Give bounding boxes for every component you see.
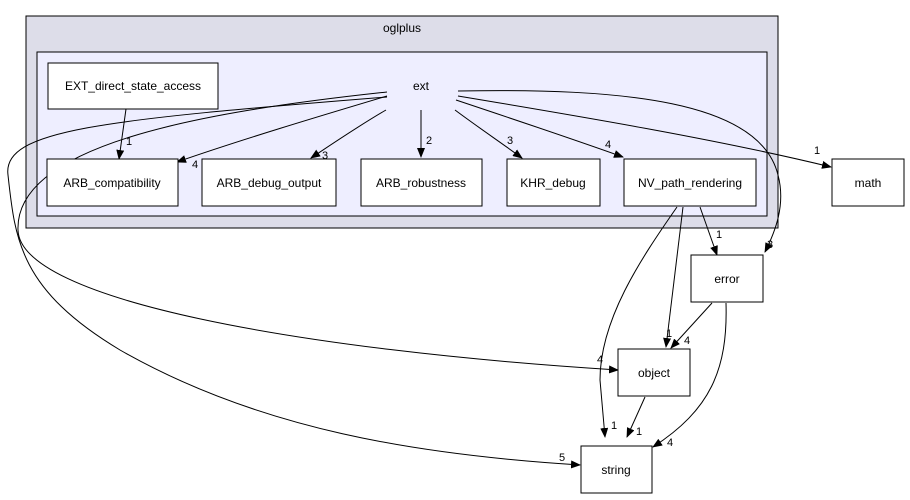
- edge-ext-math: [457, 95, 832, 169]
- node-box: [360, 158, 483, 207]
- node-box: [46, 158, 179, 207]
- node-khr-debug[interactable]: KHR_debug: [506, 158, 601, 207]
- node-box: [47, 62, 219, 110]
- node-label: NV_path_rendering: [638, 176, 742, 190]
- edge-ext-dsa-arb-compat: [116, 108, 127, 160]
- node-label: ARB_debug_output: [217, 176, 322, 190]
- node-box: [690, 254, 764, 303]
- node-label: KHR_debug: [520, 176, 585, 190]
- edge-ext-khr-debug: [454, 109, 523, 159]
- node-label: error: [714, 272, 739, 286]
- node-arb-robustness[interactable]: ARB_robustness: [360, 158, 483, 207]
- node-box: [580, 445, 653, 494]
- cluster-oglplus-label: oglplus: [383, 21, 421, 35]
- node-label: math: [855, 176, 882, 190]
- edge-label-ext-arb-compat: 4: [192, 159, 198, 171]
- cluster-ext-label: ext: [413, 79, 430, 93]
- edge-label-nv-path-string: 1: [611, 420, 617, 432]
- node-box: [201, 158, 337, 207]
- edge-ext-nv-path: [455, 99, 624, 158]
- node-label: ARB_robustness: [376, 176, 466, 190]
- edge-label-nv-path-error: 1: [716, 229, 722, 241]
- edge-label-ext-error: 3: [767, 239, 773, 251]
- node-label: object: [638, 366, 671, 380]
- node-arb-compatibility[interactable]: ARB_compatibility: [46, 158, 179, 207]
- node-box: [506, 158, 601, 207]
- node-math[interactable]: math: [831, 158, 905, 207]
- edge-ext-arb-compat: [176, 95, 388, 163]
- node-arb-debug-output[interactable]: ARB_debug_output: [201, 158, 337, 207]
- edge-label-object-string: 1: [636, 426, 642, 438]
- edge-ext-object: [17, 91, 619, 374]
- edge-label-ext-khr-debug: 3: [507, 135, 513, 147]
- edges: 1 4 3 2 3 4 1 3 4 5 1 1: [7, 90, 832, 469]
- edge-label-nv-path-object: 1: [666, 328, 672, 340]
- node-string[interactable]: string: [580, 445, 653, 494]
- edge-error-string: [652, 302, 727, 448]
- edge-object-string: [626, 396, 646, 438]
- node-nv-path-rendering[interactable]: NV_path_rendering: [623, 158, 757, 207]
- node-label: ARB_compatibility: [63, 176, 160, 190]
- edge-label-ext-math: 1: [814, 145, 820, 157]
- edge-label-error-object: 4: [684, 335, 690, 347]
- edge-label-ext-nv-path: 4: [605, 139, 611, 151]
- edge-nv-path-object: [663, 206, 684, 348]
- node-box: [831, 158, 905, 207]
- edge-error-object: [670, 302, 713, 349]
- node-box: [617, 348, 691, 397]
- edge-label-ext-arb-debug: 3: [322, 150, 328, 162]
- edge-nv-path-string: [599, 206, 678, 438]
- node-label: EXT_direct_state_access: [65, 79, 201, 93]
- node-label: string: [601, 463, 630, 477]
- node-box: [623, 158, 757, 207]
- edge-nv-path-error: [699, 206, 718, 256]
- edge-ext-string: [7, 96, 581, 469]
- edge-ext-error: [457, 90, 782, 253]
- edge-label-ext-string: 5: [559, 452, 565, 464]
- edge-ext-arb-debug: [310, 109, 387, 159]
- edge-label-error-string: 4: [667, 437, 673, 449]
- edge-label-ext-object: 4: [597, 354, 603, 366]
- node-error[interactable]: error: [690, 254, 764, 303]
- node-ext-direct-state-access[interactable]: EXT_direct_state_access: [47, 62, 219, 110]
- node-object[interactable]: object: [617, 348, 691, 397]
- edge-label-ext-arb-robust: 2: [426, 135, 432, 147]
- edge-label-ext-dsa-arb-compat: 1: [126, 136, 132, 148]
